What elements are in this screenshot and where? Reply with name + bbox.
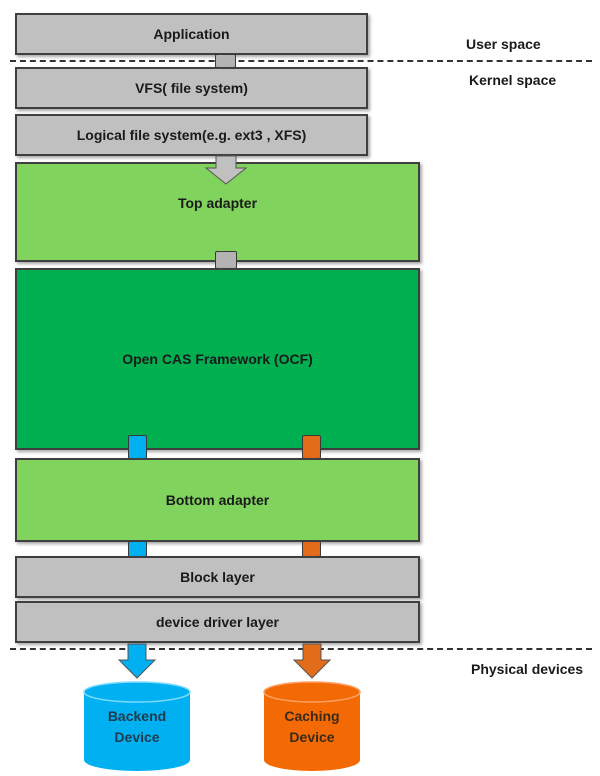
vfs-label: VFS( file system) — [135, 80, 248, 96]
connector-bottom-block-caching — [302, 541, 321, 557]
top-adapter-layer: Top adapter — [15, 162, 420, 262]
down-arrow-icon — [204, 155, 248, 185]
connector-bottom-block-backend — [128, 541, 147, 557]
logical-fs-layer: Logical file system(e.g. ext3 , XFS) — [15, 114, 368, 156]
device-driver-label: device driver layer — [156, 614, 279, 630]
bottom-adapter-label: Bottom adapter — [165, 492, 270, 508]
caching-down-arrow-icon — [292, 643, 332, 679]
backend-down-arrow-icon — [117, 643, 157, 679]
device-driver-layer: device driver layer — [15, 601, 420, 643]
backend-device-line1: Backend — [107, 708, 167, 724]
application-layer: Application — [15, 13, 368, 55]
top-adapter-label: Top adapter — [177, 195, 258, 211]
user-space-label: User space — [466, 36, 541, 52]
block-layer-label: Block layer — [180, 569, 255, 585]
caching-device-cylinder-icon — [263, 681, 361, 771]
connector-ocf-caching — [302, 435, 321, 459]
bottom-adapter-layer: Bottom adapter — [15, 458, 420, 542]
ocf-layer: Open CAS Framework (OCF) — [15, 268, 420, 450]
physical-devices-label: Physical devices — [471, 661, 584, 677]
caching-device-line2: Device — [289, 729, 335, 745]
backend-device-cylinder-icon — [83, 681, 191, 771]
kernel-physical-separator — [10, 648, 592, 650]
caching-device-line1: Caching — [284, 708, 340, 724]
caching-device-label: Caching Device — [262, 706, 362, 748]
ocf-label: Open CAS Framework (OCF) — [122, 351, 313, 367]
block-layer: Block layer — [15, 556, 420, 598]
connector-ocf-backend — [128, 435, 147, 459]
backend-device-line2: Device — [114, 729, 160, 745]
backend-device-label: Backend Device — [82, 706, 192, 748]
logical-fs-label: Logical file system(e.g. ext3 , XFS) — [76, 127, 307, 143]
kernel-space-label: Kernel space — [469, 72, 557, 88]
application-label: Application — [153, 26, 230, 42]
user-kernel-separator — [10, 60, 592, 62]
vfs-layer: VFS( file system) — [15, 67, 368, 109]
connector-top-ocf — [215, 251, 237, 269]
connector-app-vfs — [215, 54, 236, 68]
